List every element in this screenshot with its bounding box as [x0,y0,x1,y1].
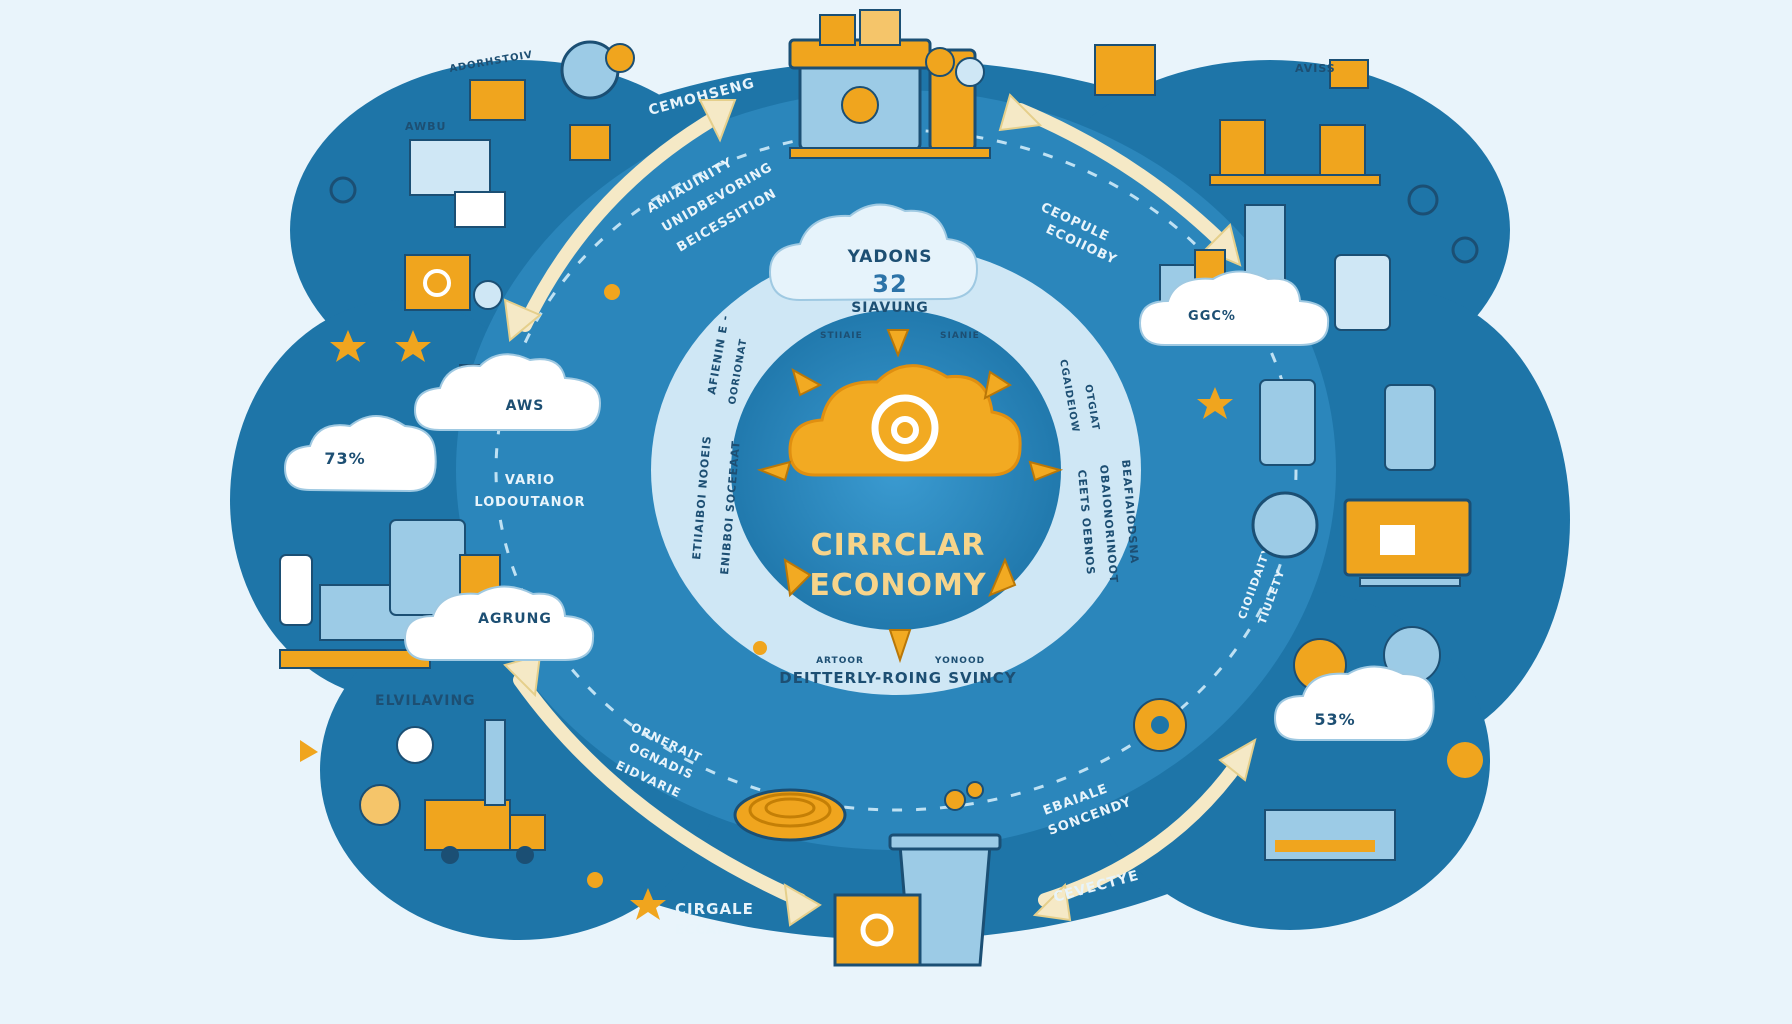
gear-icon [329,176,357,204]
bottom-center-items [733,781,1002,967]
cloud-agrung-label: AGRUNG [478,611,552,627]
top-left-items [404,40,635,311]
truck-icon [424,799,511,851]
mid-left-2: LODOUTANOR [474,495,585,510]
cloud-title-line3: SIAVUNG [851,300,929,316]
star-icon [1197,387,1233,419]
arrow-icon [988,557,1017,597]
gear-icon [925,47,955,77]
center-cloud-logo [788,364,1022,477]
star-icon [630,888,666,920]
bottom-left-truck [359,719,546,864]
arrow-icon [513,673,807,907]
left-machinery [279,519,595,669]
cloud-73-left [283,415,437,493]
coin-stack-icon [733,788,847,842]
sun-icon [1447,742,1483,778]
cloud-73-label: 73% [324,449,365,468]
lightbulb-icon [753,641,767,655]
star-icon [330,330,366,362]
top-right-items [1094,44,1381,186]
cloud-aws-label: AWS [506,398,545,414]
top-recycle-box [788,9,991,159]
at-logo-icon [871,394,939,462]
outer-bottom-left-3: ECCAM [675,923,731,938]
arrow-heads [503,93,1257,927]
bottom-right-bin [1133,698,1396,861]
center-title-line1: CIRRCLAR [811,528,986,563]
arrow-icon [1038,753,1247,907]
arrow-icon [756,460,792,482]
cloud-ggc-label: GGC% [1188,309,1236,324]
outer-top-left-b: AWBU [405,120,446,133]
arrow-icon [983,370,1012,400]
mid-left-1: VARIO [505,473,555,488]
lightbulb-icon [604,284,620,300]
cycle-arrows [513,103,1247,907]
recycle-box-icon [404,254,471,311]
outer-bottom-left-2: CIRGALE [675,900,754,918]
globe-icon [1251,491,1319,559]
cloud-title-line1: YADONS [847,247,933,267]
decorative-stars [300,284,1483,920]
inner-top-cloud [768,203,979,302]
gear-icon [1407,184,1439,216]
cloud-aws-left [413,353,602,431]
arrow-icon [888,629,912,664]
inner-bottom-small-b: YONOOD [934,656,985,666]
cloud-53-label: 53% [1314,710,1355,729]
inner-top-left-text: STIIAIE [820,331,863,341]
cloud-53-right [1273,665,1435,741]
recycle-box-icon [833,893,922,967]
star-icon [395,330,431,362]
database-icon [1384,384,1436,471]
outer-bottom-left: ELVILAVING [375,693,476,709]
inner-bottom-banner: DEITTERLY-ROING SVINCY [779,669,1017,687]
right-factory [1138,204,1391,346]
arrow-icon [1013,103,1237,257]
gear-icon [841,86,879,124]
arrow-icon [886,329,910,358]
arrow-icon [791,367,823,397]
arrow-icon [518,108,727,332]
lightbulb-icon [359,784,401,826]
core-arrows [756,329,1064,664]
center-title-line2: ECONOMY [809,568,986,603]
decorative-gears [329,176,1479,264]
arrow-icon [300,740,318,762]
outer-top-right: AVISS [1295,62,1336,75]
inner-top-right-text: SIANIE [940,331,980,341]
arrow-icon [1028,460,1064,482]
arrow-icon [783,558,812,598]
dashed-orbit [494,128,1298,812]
inner-bottom-small-a: ARTOOR [816,656,864,666]
cloud-title-line2: 32 [872,270,907,298]
